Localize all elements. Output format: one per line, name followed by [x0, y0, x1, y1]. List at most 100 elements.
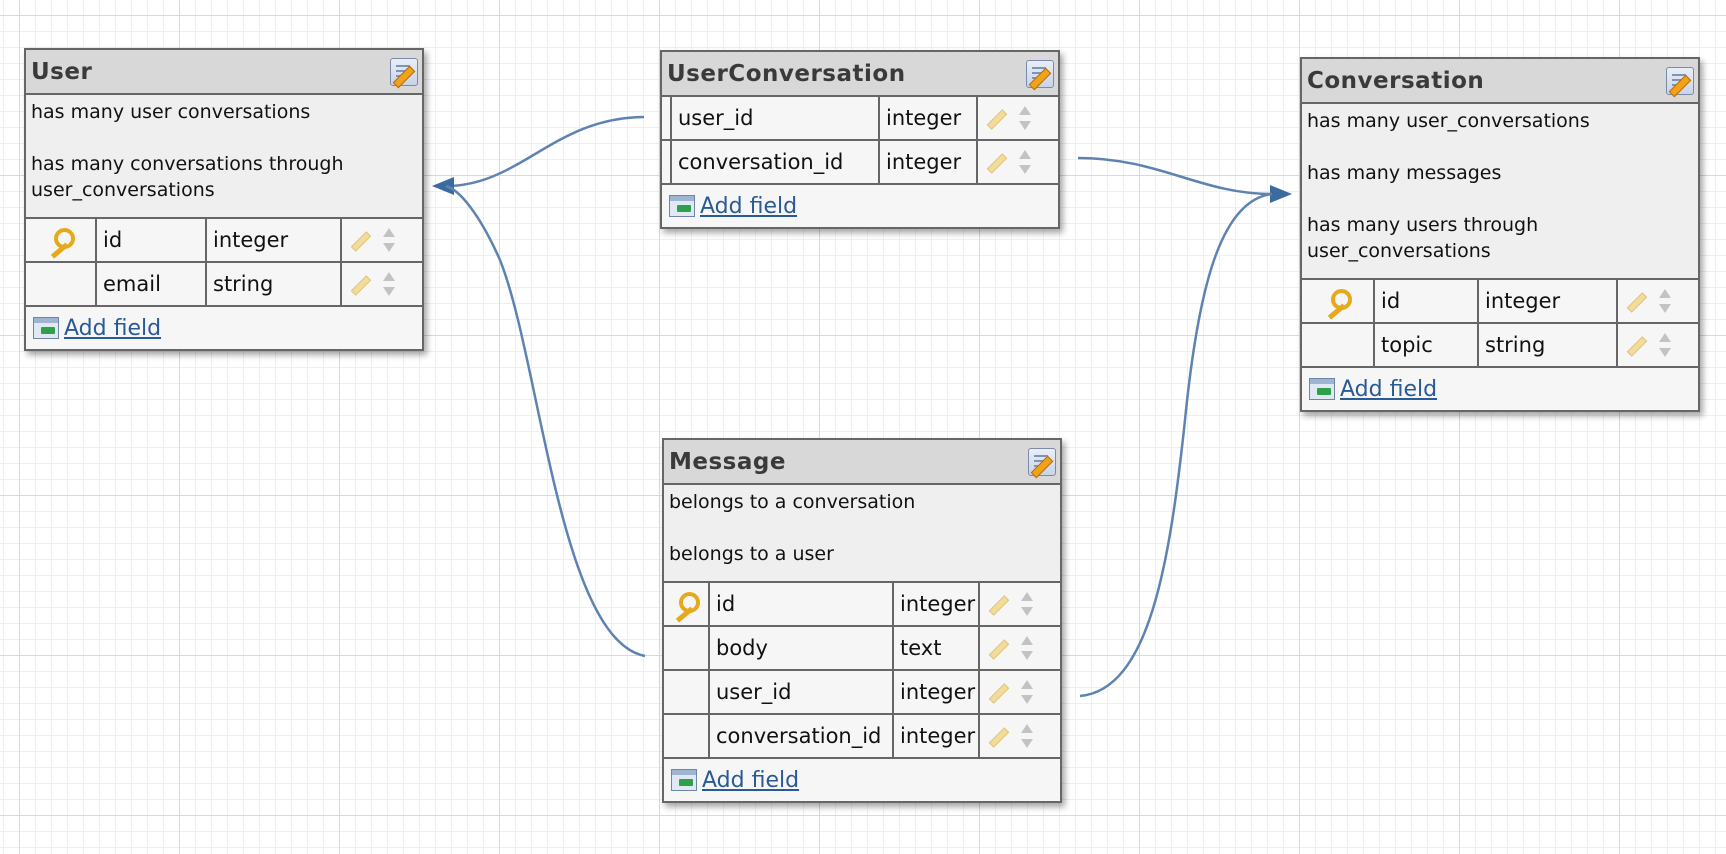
edit-field-icon[interactable]	[1626, 335, 1646, 355]
arrowhead-conversation-1	[1270, 185, 1292, 203]
field-actions	[978, 141, 1058, 183]
primary-key-icon	[1322, 288, 1354, 314]
field-name[interactable]: email	[97, 263, 207, 305]
key-cell	[26, 263, 97, 305]
reorder-arrows-icon[interactable]	[1658, 288, 1672, 314]
field-name[interactable]: topic	[1375, 324, 1479, 366]
field-type[interactable]: integer	[894, 671, 980, 713]
edit-field-icon[interactable]	[988, 638, 1008, 658]
add-field-icon[interactable]	[33, 317, 59, 339]
add-field-link[interactable]: Add field	[64, 315, 162, 341]
field-type[interactable]: string	[1479, 324, 1618, 366]
link-message-to-user	[445, 184, 646, 658]
edit-table-icon[interactable]	[1026, 59, 1054, 88]
edit-field-icon[interactable]	[988, 594, 1008, 614]
key-cell	[662, 97, 672, 139]
field-type[interactable]: integer	[894, 715, 980, 757]
relation-line: has many user_conversations	[1307, 110, 1590, 132]
edit-field-icon[interactable]	[988, 726, 1008, 746]
field-actions	[980, 583, 1060, 625]
key-cell	[662, 141, 672, 183]
field-type[interactable]: integer	[880, 97, 978, 139]
reorder-arrows-icon[interactable]	[1018, 105, 1032, 131]
reorder-arrows-icon[interactable]	[1020, 591, 1034, 617]
reorder-arrows-icon[interactable]	[1018, 149, 1032, 175]
table-header[interactable]: User	[26, 50, 422, 95]
add-field-icon[interactable]	[1309, 378, 1335, 400]
field-actions	[342, 263, 422, 305]
key-cell	[664, 583, 710, 625]
field-row: conversation_id integer	[662, 141, 1058, 185]
edit-field-icon[interactable]	[986, 152, 1006, 172]
add-field-icon[interactable]	[671, 769, 697, 791]
field-type[interactable]: integer	[207, 219, 342, 261]
table-header[interactable]: Conversation	[1302, 59, 1698, 104]
table-title: Conversation	[1307, 67, 1485, 94]
add-field-row: Add field	[662, 185, 1058, 227]
field-type[interactable]: integer	[1479, 280, 1618, 322]
field-actions	[978, 97, 1058, 139]
field-row: conversation_id integer	[664, 715, 1060, 759]
field-name[interactable]: id	[97, 219, 207, 261]
key-cell	[664, 627, 710, 669]
table-title: UserConversation	[667, 60, 906, 87]
field-name[interactable]: body	[710, 627, 894, 669]
field-name[interactable]: id	[1375, 280, 1479, 322]
key-cell	[664, 671, 710, 713]
add-field-row: Add field	[664, 759, 1060, 801]
arrowhead-user-1	[432, 177, 454, 195]
table-user: User has many user conversations has man…	[24, 48, 424, 351]
edit-field-icon[interactable]	[988, 682, 1008, 702]
relation-line: has many messages	[1307, 162, 1502, 184]
edit-field-icon[interactable]	[1626, 291, 1646, 311]
field-row: id integer	[664, 583, 1060, 627]
table-userconversation: UserConversation user_id integer convers…	[660, 50, 1060, 229]
key-cell	[1302, 280, 1375, 322]
field-type[interactable]: text	[894, 627, 980, 669]
edit-table-icon[interactable]	[1028, 447, 1056, 476]
field-actions	[342, 219, 422, 261]
edit-field-icon[interactable]	[986, 108, 1006, 128]
edit-table-icon[interactable]	[1666, 66, 1694, 95]
field-row: body text	[664, 627, 1060, 671]
add-field-link[interactable]: Add field	[702, 767, 800, 793]
field-row: id integer	[1302, 280, 1698, 324]
field-type[interactable]: integer	[894, 583, 980, 625]
relations-box: belongs to a conversation belongs to a u…	[664, 485, 1060, 583]
field-name[interactable]: conversation_id	[672, 141, 880, 183]
edit-field-icon[interactable]	[350, 274, 370, 294]
reorder-arrows-icon[interactable]	[1020, 679, 1034, 705]
edit-field-icon[interactable]	[350, 230, 370, 250]
table-header[interactable]: Message	[664, 440, 1060, 485]
field-name[interactable]: conversation_id	[710, 715, 894, 757]
add-field-link[interactable]: Add field	[700, 193, 798, 219]
field-actions	[980, 715, 1060, 757]
primary-key-icon	[45, 227, 77, 253]
relation-line: has many user conversations	[31, 101, 311, 123]
field-name[interactable]: user_id	[672, 97, 880, 139]
reorder-arrows-icon[interactable]	[382, 271, 396, 297]
add-field-icon[interactable]	[669, 195, 695, 217]
relation-line: has many users through user_conversation…	[1307, 214, 1539, 262]
link-userconversation-to-conversation	[1077, 156, 1273, 196]
table-title: Message	[669, 448, 786, 475]
key-cell	[664, 715, 710, 757]
field-actions	[1618, 324, 1698, 366]
relations-box: has many user_conversations has many mes…	[1302, 104, 1698, 280]
primary-key-icon	[670, 591, 702, 617]
table-header[interactable]: UserConversation	[662, 52, 1058, 97]
key-cell	[26, 219, 97, 261]
field-name[interactable]: id	[710, 583, 894, 625]
reorder-arrows-icon[interactable]	[1020, 723, 1034, 749]
field-type[interactable]: integer	[880, 141, 978, 183]
link-message-to-conversation	[1079, 192, 1273, 698]
add-field-link[interactable]: Add field	[1340, 376, 1438, 402]
field-name[interactable]: user_id	[710, 671, 894, 713]
edit-table-icon[interactable]	[390, 57, 418, 86]
reorder-arrows-icon[interactable]	[382, 227, 396, 253]
field-type[interactable]: string	[207, 263, 342, 305]
field-row: topic string	[1302, 324, 1698, 368]
reorder-arrows-icon[interactable]	[1658, 332, 1672, 358]
relation-line: belongs to a conversation	[669, 491, 916, 513]
reorder-arrows-icon[interactable]	[1020, 635, 1034, 661]
